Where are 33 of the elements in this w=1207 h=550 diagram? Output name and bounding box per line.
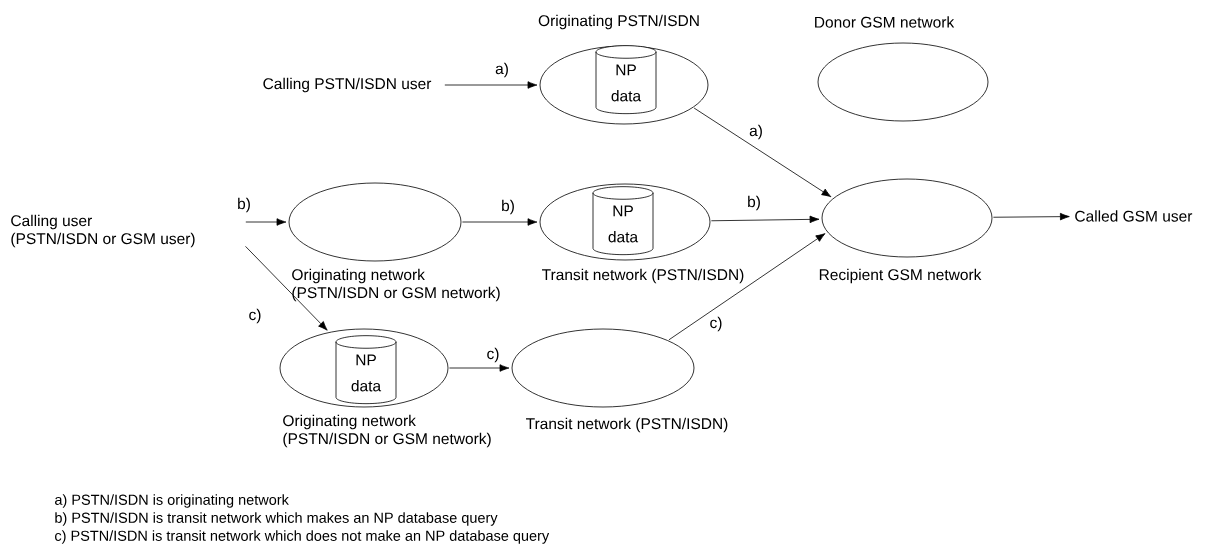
network-label: Originating PSTN/ISDN <box>538 14 699 30</box>
arrow <box>245 245 328 331</box>
network-label: Originating network (PSTN/ISDN or GSM network) <box>283 414 491 448</box>
network-label: Originating network (PSTN/ISDN or GSM network) <box>292 268 500 302</box>
legend-note: a) PSTN/ISDN is originating network <box>55 494 289 508</box>
legend-note: c) PSTN/ISDN is transit network which does not make an NP database query <box>55 530 550 544</box>
legend-note: b) PSTN/ISDN is transit network which makes an NP database query <box>55 512 498 526</box>
arrow <box>710 215 820 224</box>
database-cylinder: NP data <box>595 45 657 115</box>
edge-label: c) <box>485 346 501 364</box>
edge-label: c) <box>247 307 263 325</box>
network-label: Donor GSM network <box>815 16 955 28</box>
edge-label: a) <box>494 61 510 79</box>
edge-label: a) <box>748 123 764 141</box>
arrow <box>693 107 832 198</box>
edge-label: c) <box>708 315 724 333</box>
network-label: Recipient GSM network <box>819 268 982 284</box>
database-cylinder: NP data <box>592 186 654 256</box>
arrow <box>993 212 1070 221</box>
caller-label: Calling PSTN/ISDN user <box>263 77 432 93</box>
arrow <box>444 81 538 89</box>
arrow <box>462 218 538 226</box>
database-cylinder: NP data <box>335 335 397 405</box>
edge-label: b) <box>500 198 516 216</box>
edge-label: b) <box>746 194 762 212</box>
arrow <box>245 218 287 226</box>
caller-label: Calling user (PSTN/ISDN or GSM user) <box>11 214 195 248</box>
arrow <box>668 233 826 341</box>
network-label: Transit network (PSTN/ISDN) <box>542 268 744 284</box>
caller-label: Called GSM user <box>1075 210 1193 222</box>
edge-label: b) <box>236 196 252 214</box>
arrow <box>449 364 510 372</box>
network-label: Transit network (PSTN/ISDN) <box>526 417 728 433</box>
